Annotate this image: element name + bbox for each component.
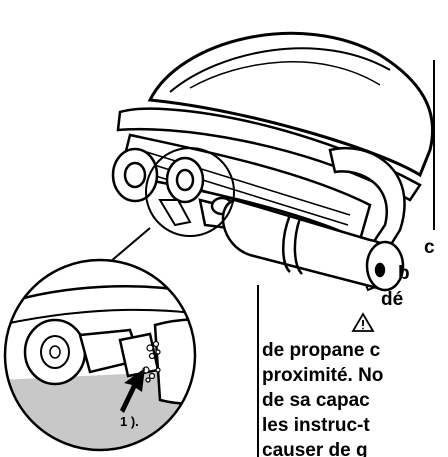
text-line-instructions: les instruc-t: [262, 415, 370, 436]
text-fragment-c: c: [424, 237, 435, 258]
control-knobs: [111, 147, 205, 204]
grill-lid: [147, 31, 435, 178]
detail-inset-border: [3, 258, 197, 452]
text-line-proximite: proximité. No: [262, 365, 384, 386]
lid-rim: [116, 107, 422, 202]
callout-label: 1 ).: [120, 414, 139, 429]
propane-cylinder: [221, 198, 405, 292]
magnifier-connector: [109, 227, 151, 263]
support-foot: [158, 199, 192, 227]
detail-inset: [5, 260, 195, 450]
arrow-icon: [120, 368, 145, 413]
text-line-causer: causer de g: [262, 440, 368, 457]
text-line-capacite: de sa capac: [262, 390, 370, 411]
text-fragment-de: dé: [381, 289, 404, 310]
warning-triangle-icon: [351, 312, 375, 332]
text-fragment-b: b: [398, 263, 410, 284]
magnifier-circle-small: [145, 147, 235, 237]
text-line-propane: de propane c: [262, 340, 381, 361]
